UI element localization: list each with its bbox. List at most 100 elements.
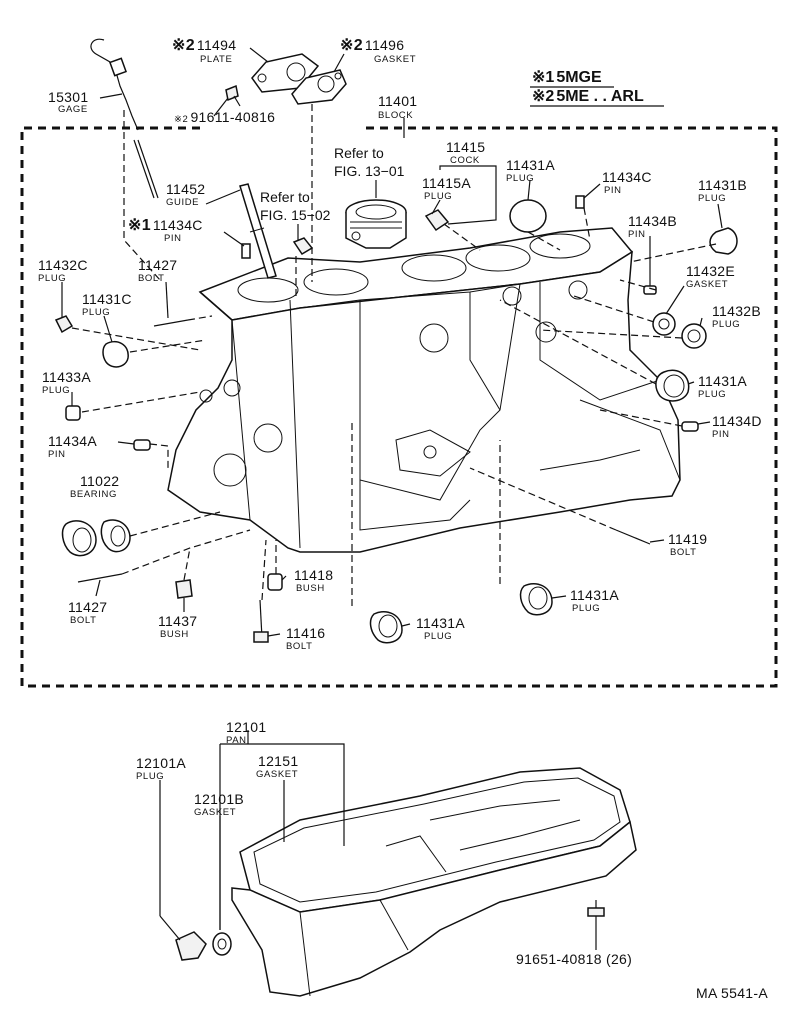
svg-text:PLUG: PLUG bbox=[82, 307, 110, 318]
svg-text:11434B: 11434B bbox=[628, 213, 677, 229]
ref-note-fig15-line2: FIG. 15−02 bbox=[260, 207, 331, 223]
svg-text:11427: 11427 bbox=[68, 599, 107, 615]
svg-text:11415: 11415 bbox=[446, 139, 485, 155]
ref-note-piston-line2: FIG. 13−01 bbox=[334, 163, 405, 179]
svg-text:PLUG: PLUG bbox=[506, 173, 534, 184]
svg-text:91651-40818 (26): 91651-40818 (26) bbox=[516, 951, 632, 967]
label-11415: 11415 COCK bbox=[446, 139, 485, 166]
label-11416: 11416 BOLT bbox=[286, 625, 325, 652]
label-12101: 12101 PAN bbox=[226, 719, 266, 746]
label-12101B: 12101B GASKET bbox=[194, 791, 244, 818]
svg-text:PLUG: PLUG bbox=[42, 385, 70, 396]
label-11431B: 11431B PLUG bbox=[698, 177, 747, 204]
svg-text:PIN: PIN bbox=[164, 233, 182, 244]
svg-text:BOLT: BOLT bbox=[670, 547, 697, 558]
svg-text:PIN: PIN bbox=[712, 429, 730, 440]
svg-text:PLUG: PLUG bbox=[712, 319, 740, 330]
label-11022: 11022 BEARING bbox=[70, 473, 119, 500]
label-11415A: 11415A PLUG bbox=[422, 175, 471, 202]
svg-text:BUSH: BUSH bbox=[160, 629, 189, 640]
svg-text:11437: 11437 bbox=[158, 613, 197, 629]
label-11419: 11419 BOLT bbox=[668, 531, 707, 558]
label-11434C-right: 11434C PIN bbox=[602, 169, 652, 196]
label-91651-40818: 91651-40818 (26) bbox=[516, 951, 632, 967]
label-11427-lower: 11427 BOLT bbox=[68, 599, 107, 626]
svg-text:11401: 11401 bbox=[378, 93, 417, 109]
label-11431A-top: 11431A PLUG bbox=[506, 157, 555, 184]
svg-text:11434C: 11434C bbox=[602, 169, 652, 185]
svg-text:BOLT: BOLT bbox=[70, 615, 97, 626]
label-12101A: 12101A PLUG bbox=[136, 755, 186, 782]
svg-text:11432E: 11432E bbox=[686, 263, 735, 279]
ref-note-fig15-line1: Refer to bbox=[260, 189, 310, 205]
svg-text:GASKET: GASKET bbox=[194, 807, 236, 818]
svg-text:PLATE: PLATE bbox=[200, 54, 232, 65]
svg-text:BEARING: BEARING bbox=[70, 489, 117, 500]
svg-text:11434D: 11434D bbox=[712, 413, 762, 429]
label-11431A-right: 11431A PLUG bbox=[698, 373, 747, 400]
svg-text:11416: 11416 bbox=[286, 625, 325, 641]
svg-text:11433A: 11433A bbox=[42, 369, 91, 385]
svg-text:12101A: 12101A bbox=[136, 755, 186, 771]
svg-text:12151: 12151 bbox=[258, 753, 298, 769]
svg-text:PAN: PAN bbox=[226, 735, 247, 746]
label-11418: 11418 BUSH bbox=[294, 567, 333, 594]
label-15301: 15301 GAGE bbox=[48, 89, 88, 115]
svg-text:11452: 11452 bbox=[166, 181, 205, 197]
svg-text:11418: 11418 bbox=[294, 567, 333, 583]
leader-lines bbox=[61, 47, 723, 637]
label-11434B: 11434B PIN bbox=[628, 213, 677, 240]
svg-text:BOLT: BOLT bbox=[286, 641, 313, 652]
label-11432B: 11432B PLUG bbox=[712, 303, 761, 330]
svg-text:GASKET: GASKET bbox=[374, 54, 416, 65]
svg-text:COCK: COCK bbox=[450, 155, 480, 166]
svg-text:PIN: PIN bbox=[628, 229, 646, 240]
label-12151: 12151 GASKET bbox=[256, 753, 298, 780]
label-11431A-bottom-left: 11431A PLUG bbox=[416, 615, 465, 642]
svg-text:PLUG: PLUG bbox=[698, 389, 726, 400]
svg-text:11431B: 11431B bbox=[698, 177, 747, 193]
svg-text:BUSH: BUSH bbox=[296, 583, 325, 594]
svg-text:GAGE: GAGE bbox=[58, 104, 88, 115]
svg-text:PIN: PIN bbox=[604, 185, 622, 196]
svg-text:12101B: 12101B bbox=[194, 791, 244, 807]
svg-text:PLUG: PLUG bbox=[38, 273, 66, 284]
label-11452: 11452 GUIDE bbox=[166, 181, 205, 208]
svg-text:BOLT: BOLT bbox=[138, 273, 165, 284]
label-11401: 11401 BLOCK bbox=[378, 93, 417, 121]
svg-text:PLUG: PLUG bbox=[136, 771, 164, 782]
svg-text:12101: 12101 bbox=[226, 719, 266, 735]
svg-text:PLUG: PLUG bbox=[698, 193, 726, 204]
svg-text:GUIDE: GUIDE bbox=[166, 197, 199, 208]
label-11434A: 11434A PIN bbox=[48, 433, 97, 460]
svg-text:PLUG: PLUG bbox=[424, 191, 452, 202]
svg-text:11415A: 11415A bbox=[422, 175, 471, 191]
svg-text:11431A: 11431A bbox=[570, 587, 619, 603]
figure-id: MA 5541-A bbox=[696, 985, 768, 1001]
svg-text:11432B: 11432B bbox=[712, 303, 761, 319]
label-11431C: 11431C PLUG bbox=[82, 291, 132, 318]
block-group-boundary bbox=[20, 126, 778, 688]
ref-note-piston-line1: Refer to bbox=[334, 145, 384, 161]
label-11431A-bottom-right: 11431A PLUG bbox=[570, 587, 619, 614]
svg-text:GASKET: GASKET bbox=[256, 769, 298, 780]
svg-text:PLUG: PLUG bbox=[424, 631, 452, 642]
label-11427-upper: 11427 BOLT bbox=[138, 257, 177, 284]
svg-text:11431C: 11431C bbox=[82, 291, 132, 307]
svg-text:11022: 11022 bbox=[80, 473, 119, 489]
label-11437: 11437 BUSH bbox=[158, 613, 197, 640]
svg-text:11427: 11427 bbox=[138, 257, 177, 273]
label-11434D: 11434D PIN bbox=[712, 413, 762, 440]
svg-text:11431A: 11431A bbox=[698, 373, 747, 389]
svg-text:GASKET: GASKET bbox=[686, 279, 728, 290]
svg-text:11432C: 11432C bbox=[38, 257, 88, 273]
